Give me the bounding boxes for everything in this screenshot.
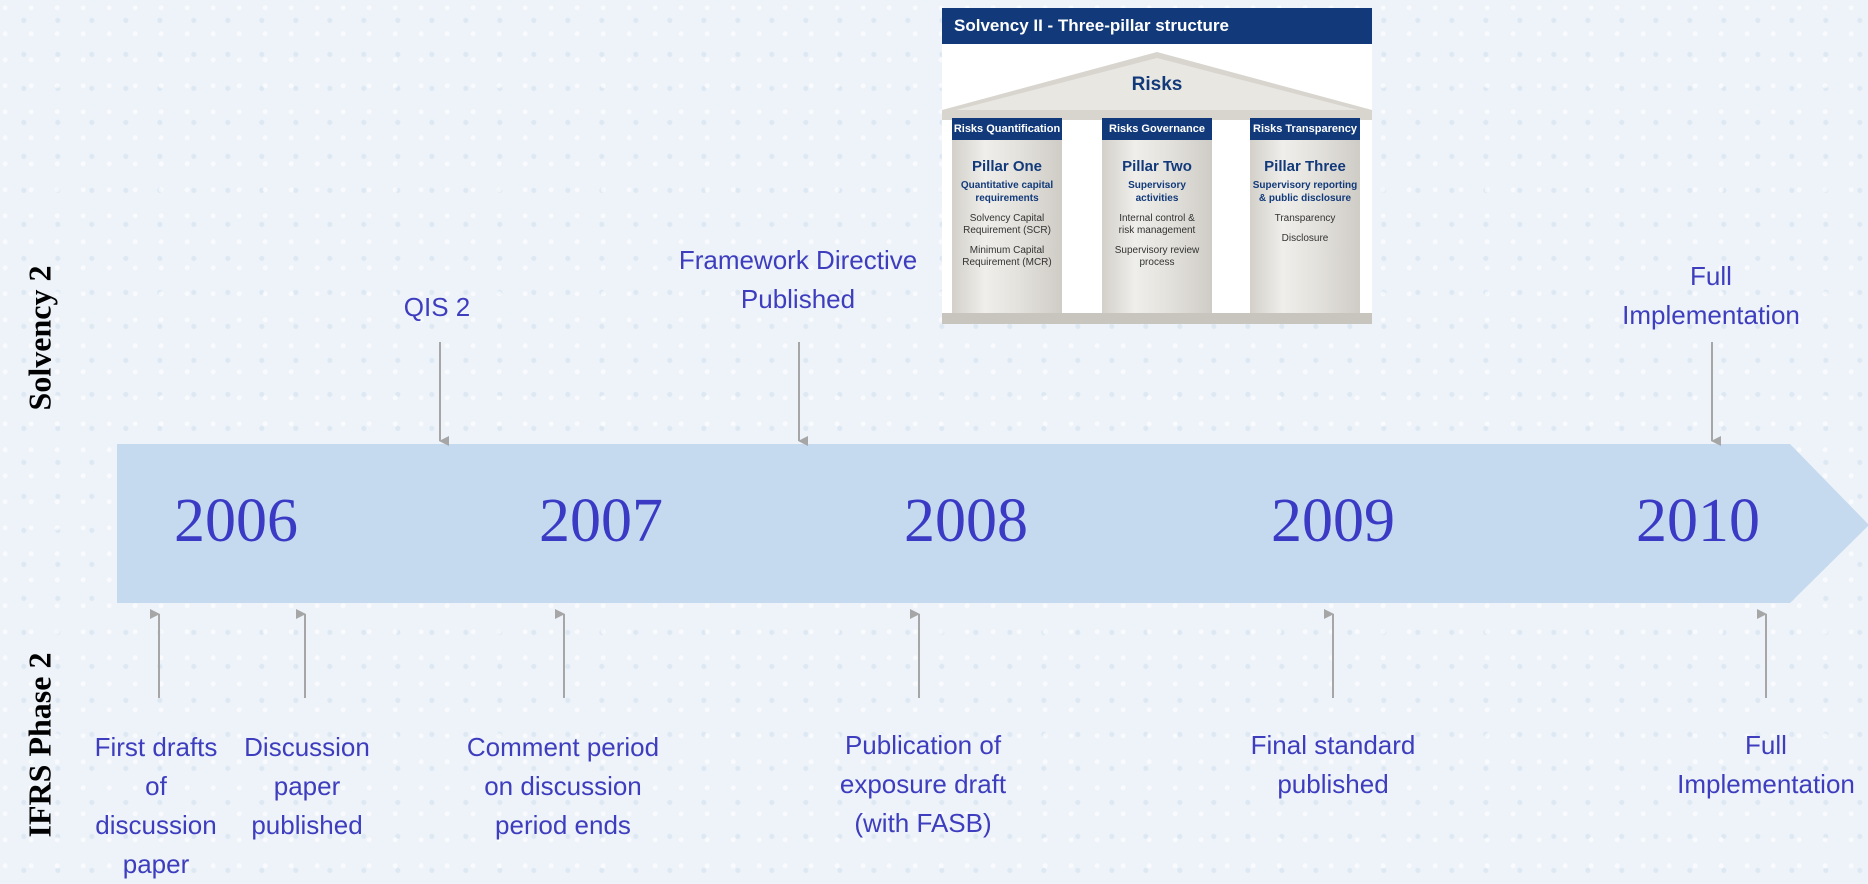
timeline-arrow-band — [117, 444, 1868, 603]
ifrs-event-final-standard: Final standard published — [1250, 730, 1416, 799]
pillar-item: Internal control & risk management — [1118, 213, 1196, 236]
pillar-item: Supervisory review process — [1114, 245, 1200, 268]
year-2008: 2008 — [904, 487, 1028, 555]
year-2010: 2010 — [1636, 487, 1760, 555]
pillar-three: Risks Transparency Pillar Three Supervis… — [1250, 118, 1360, 318]
pillar-diagram: Solvency II - Three-pillar structure Ris… — [942, 8, 1372, 324]
pillar-header: Risks Governance — [1102, 118, 1212, 140]
pillar-diagram-title: Solvency II - Three-pillar structure — [942, 8, 1372, 44]
pillar-one: Risks Quantification Pillar One Quantita… — [952, 118, 1062, 318]
pillar-item: Solvency Capital Requirement (SCR) — [963, 213, 1051, 236]
pillar-item: Disclosure — [1281, 233, 1329, 244]
pillar-two: Risks Governance Pillar Two Supervisory … — [1102, 118, 1212, 318]
pillar-name: Pillar One — [971, 158, 1043, 175]
ifrs-event-comment-period: Comment period on discussion period ends — [466, 732, 660, 840]
pillar-header: Risks Transparency — [1250, 118, 1360, 140]
roof-label: Risks — [1131, 74, 1183, 95]
ifrs-event-full-implementation: Full Implementation — [1677, 730, 1855, 799]
pillar-subtitle: Supervisory reporting & public disclosur… — [1252, 180, 1358, 204]
pillar-item: Transparency — [1274, 213, 1336, 224]
year-2009: 2009 — [1271, 487, 1395, 555]
pillar-name: Pillar Three — [1264, 158, 1346, 175]
ifrs-event-first-drafts: First drafts of discussion paper — [94, 732, 218, 879]
pillar-subtitle: Quantitative capital requirements — [960, 180, 1054, 204]
pillar-subtitle: Supervisory activities — [1128, 180, 1186, 204]
roof-shape — [942, 52, 1372, 120]
ifrs-event-exposure-draft: Publication of exposure draft (with FASB… — [839, 730, 1007, 838]
year-2006: 2006 — [174, 487, 298, 555]
ifrs-event-discussion-paper: Discussion paper published — [244, 732, 370, 840]
pillar-header: Risks Quantification — [952, 118, 1062, 140]
year-2007: 2007 — [539, 487, 663, 555]
solvency-event-full-implementation: Full Implementation — [1622, 261, 1800, 330]
solvency-event-qis2: QIS 2 — [403, 292, 471, 322]
pillar-item: Minimum Capital Requirement (MCR) — [962, 245, 1052, 268]
pillar-name: Pillar Two — [1122, 158, 1192, 175]
solvency-event-framework-directive: Framework Directive Published — [678, 245, 918, 314]
pillar-base — [942, 313, 1372, 324]
